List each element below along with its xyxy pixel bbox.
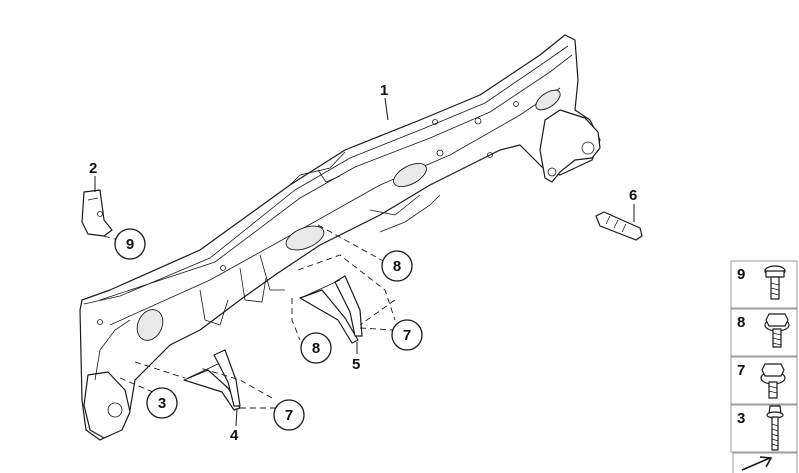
legend-item-7: 7 <box>730 356 798 405</box>
bolt-flange-icon <box>764 265 786 300</box>
callout-7-left: 7 <box>273 399 305 431</box>
label-part-4: 4 <box>230 427 239 444</box>
svg-text:7: 7 <box>403 327 411 344</box>
bracket-part-2 <box>81 189 113 237</box>
callout-8-upper: 8 <box>381 250 413 282</box>
collar-screw-icon <box>760 363 786 399</box>
legend-number-3: 3 <box>737 410 745 427</box>
legend-number-8: 8 <box>737 314 745 331</box>
long-bolt-icon <box>766 405 784 451</box>
hex-flange-screw-icon <box>764 313 790 348</box>
legend-number-7: 7 <box>737 362 745 379</box>
label-part-1: 1 <box>380 82 388 99</box>
legend-item-8: 8 <box>730 308 798 357</box>
callout-3: 3 <box>146 387 178 419</box>
svg-text:3: 3 <box>158 395 166 412</box>
assembly-lines <box>103 224 396 411</box>
leader-lines <box>94 97 635 427</box>
callout-9: 9 <box>114 228 146 260</box>
svg-text:8: 8 <box>393 258 401 275</box>
label-part-5: 5 <box>352 356 360 373</box>
strut-part-5 <box>299 275 363 344</box>
stud-part-6 <box>595 211 643 241</box>
callout-7-right: 7 <box>391 319 423 351</box>
legend-number-9: 9 <box>737 266 745 283</box>
label-part-6: 6 <box>629 187 637 204</box>
svg-text:7: 7 <box>285 407 293 424</box>
svg-text:8: 8 <box>312 340 320 357</box>
callout-8-lower: 8 <box>300 332 332 364</box>
label-part-2: 2 <box>89 160 97 177</box>
legend-nav-box <box>732 452 798 473</box>
strut-part-4 <box>183 349 241 411</box>
crossmember-part <box>79 34 601 441</box>
legend-item-3: 3 <box>730 404 798 453</box>
svg-text:9: 9 <box>126 236 134 253</box>
legend-item-9: 9 <box>730 260 798 309</box>
arrow-icon <box>741 456 773 471</box>
fastener-legend: 9 8 7 <box>730 260 798 473</box>
